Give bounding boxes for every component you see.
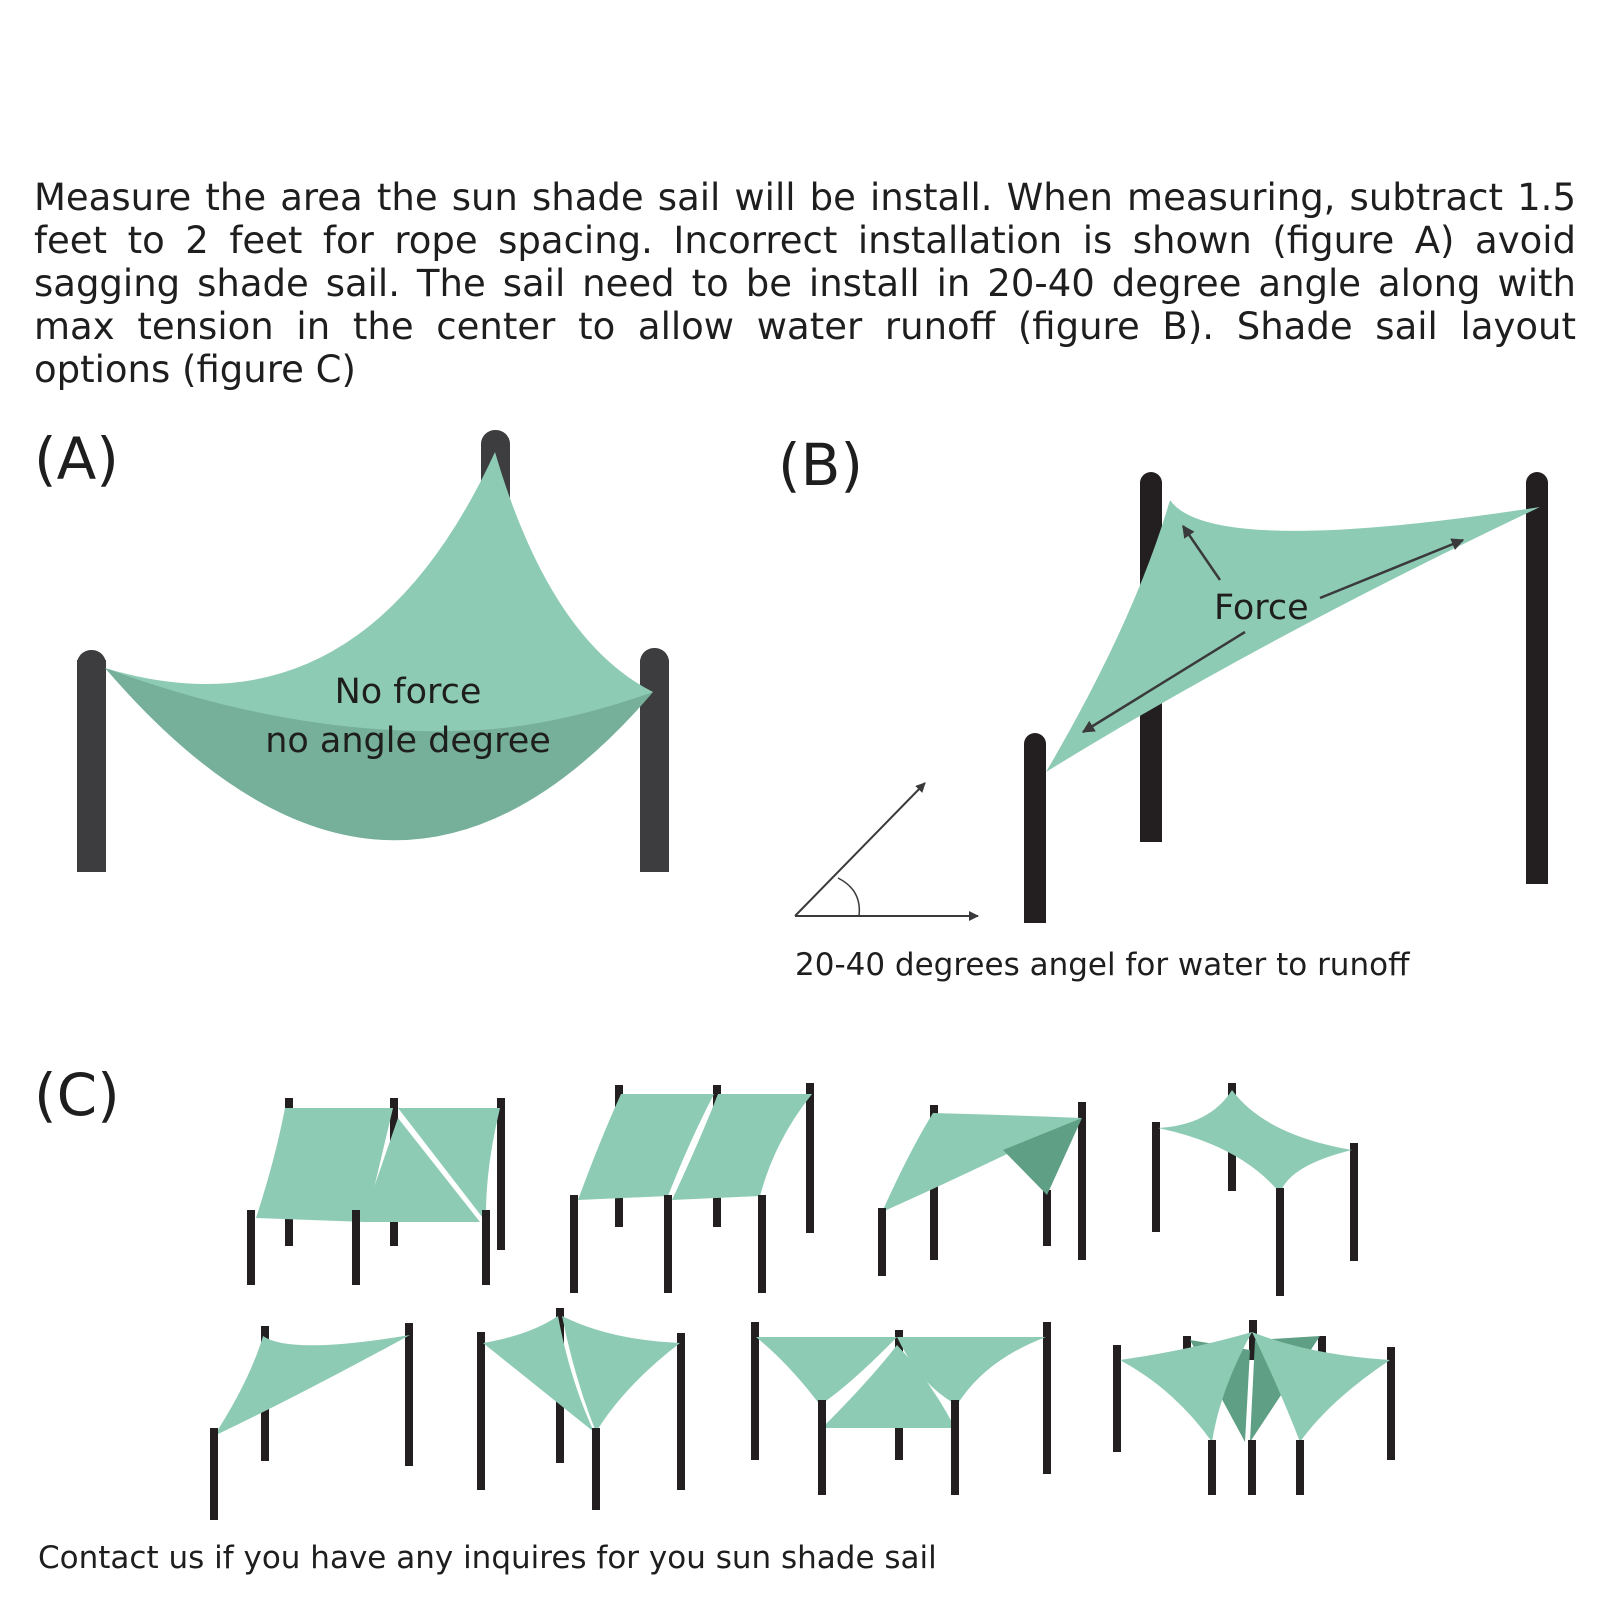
- pole: [1024, 745, 1046, 923]
- figure-a-label: (A): [34, 425, 119, 493]
- force-arrow-up: [1181, 524, 1222, 581]
- angle-caption: 20-40 degrees angel for water to runoff: [795, 947, 1410, 983]
- pole: [77, 660, 106, 872]
- figure-c-label: (C): [34, 1061, 120, 1129]
- figure-c-diagrams: [210, 1083, 1395, 1520]
- intro-text: Measure the area the sun shade sail will…: [34, 176, 1576, 391]
- layout-option: [751, 1322, 1051, 1495]
- figure-b-diagram: Force 20-40 degrees angel for water to r…: [794, 472, 1548, 983]
- footer-text: Contact us if you have any inquires for …: [38, 1540, 937, 1576]
- figure-b-label: (B): [778, 431, 864, 499]
- layout-option: [477, 1308, 685, 1510]
- force-arrow-right: [1319, 538, 1465, 600]
- figure-a-diagram: No force no angle degree: [77, 430, 669, 872]
- force-arrow-left: [1081, 630, 1246, 734]
- layout-option: [1113, 1320, 1395, 1495]
- layout-option: [878, 1102, 1086, 1276]
- layout-option: [247, 1098, 505, 1285]
- angle-arc: [837, 877, 861, 917]
- no-angle-text: no angle degree: [265, 721, 551, 761]
- layout-option: [1152, 1083, 1358, 1296]
- force-label: Force: [1214, 588, 1309, 628]
- angle-diagram: [794, 782, 979, 921]
- layout-option: [570, 1083, 814, 1293]
- no-force-text: No force: [335, 672, 482, 712]
- layout-option: [210, 1323, 413, 1520]
- sail: [105, 452, 653, 732]
- sail-lower: [105, 668, 653, 836]
- pole: [1526, 482, 1548, 884]
- sail: [1046, 500, 1540, 772]
